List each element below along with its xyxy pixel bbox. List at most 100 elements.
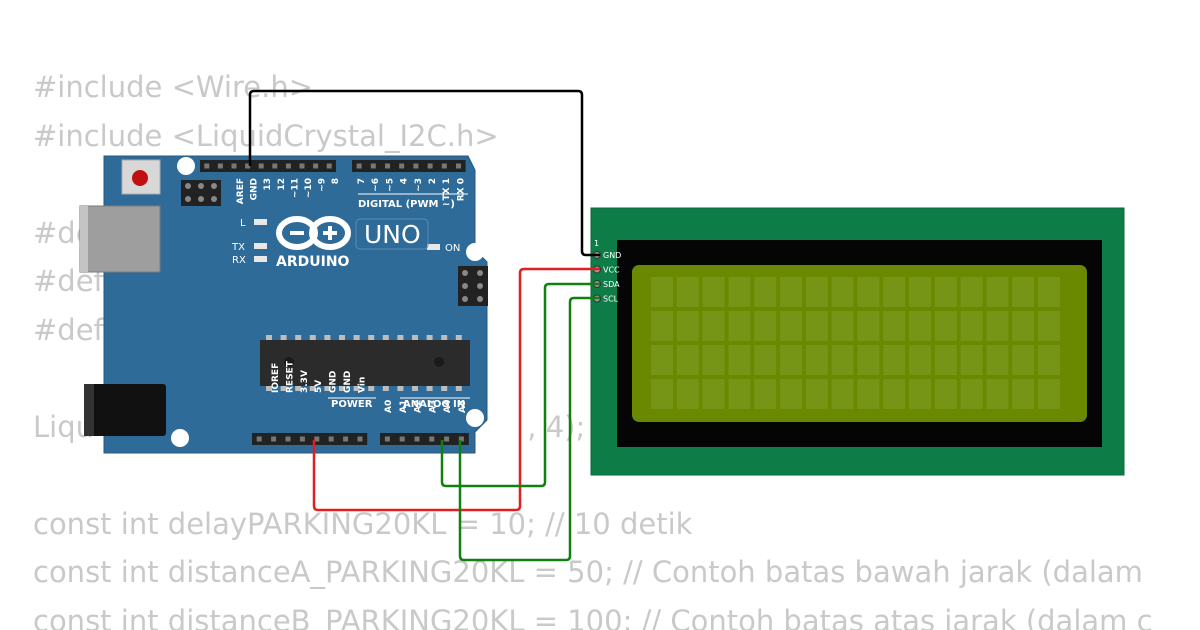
mounting-hole [466,243,484,261]
header-pin[interactable] [256,436,262,442]
digital-header-right[interactable] [352,160,466,172]
header-pin[interactable] [356,163,362,169]
header-pin[interactable] [204,163,210,169]
lcd-pin-index: 1 [594,239,599,248]
header-pin[interactable] [231,163,237,169]
pin-label: 12 [277,178,287,191]
pin-label: 3.3V [300,370,310,393]
header-pin[interactable] [427,163,433,169]
pin-label: A2 [414,400,424,413]
header-pin[interactable] [399,436,405,442]
mounting-hole [177,157,195,175]
pin-label: 7 [357,178,367,184]
pin-label: TX 1 [442,178,452,200]
code-line: #def [33,312,104,347]
header-pin[interactable] [271,436,277,442]
svg-text:L: L [240,218,246,229]
pin-label: A0 [384,400,394,413]
header-pin[interactable] [217,163,223,169]
digital-label: DIGITAL (PWM ~) [358,199,455,210]
header-pin[interactable] [458,436,464,442]
header-pin[interactable] [314,436,320,442]
arduino-logo [276,216,351,250]
pin-label: A3 [428,400,438,413]
code-line: const int distanceA_PARKING20KL = 50; //… [33,555,1143,589]
dc-power-jack [84,384,166,436]
svg-text:RX: RX [232,255,246,266]
code-line: #include <Wire.h> [33,70,314,104]
digital-header-left[interactable] [200,160,336,172]
analog-header[interactable] [380,433,469,445]
header-pin[interactable] [429,436,435,442]
brand-label: ARDUINO [276,254,350,270]
pin-label: AREF [236,178,246,204]
header-pin[interactable] [258,163,264,169]
header-pin[interactable] [444,436,450,442]
led-l: L [240,218,267,229]
header-pin[interactable] [245,163,251,169]
pin-label: ~5 [385,178,395,192]
header-pin[interactable] [328,436,334,442]
led-tx: TX [231,242,267,253]
svg-text:TX: TX [231,242,245,253]
header-pin[interactable] [414,436,420,442]
pin-label: RESET [285,360,295,393]
header-pin[interactable] [370,163,376,169]
pin-label: ~10 [304,178,314,198]
power-header[interactable] [252,433,368,445]
lcd-pin-label: SDA [603,280,620,289]
pin-label: A5 [458,400,468,413]
pin-label: IOREF [271,363,281,393]
pin-label: 5V [314,380,324,393]
header-pin[interactable] [441,163,447,169]
code-line: const int delayPARKING20KL = 10; // 10 d… [33,506,693,541]
usb-connector [79,205,161,273]
wire-sda[interactable] [440,282,600,488]
wire-5v[interactable] [312,267,600,512]
header-pin[interactable] [357,436,363,442]
code-line: const int distanceB_PARKING20KL = 100; /… [33,603,1153,630]
lcd-character-cells [651,277,1060,409]
led-on: ON [427,243,460,254]
pin-label: Vin [357,377,367,393]
wire-scl[interactable] [458,296,600,562]
pin-label: RX 0 [456,178,466,201]
header-pin[interactable] [343,436,349,442]
analog-label: ANALOG IN [403,399,465,410]
code-line: Liqu , 4); [33,409,586,444]
pin-label: ~3 [414,178,424,192]
lcd-pin-label: VCC [603,266,620,275]
mounting-hole [466,409,484,427]
pin-label: ~9 [318,178,328,192]
header-pin[interactable] [456,163,461,169]
lcd-pin-label: GND [603,251,621,260]
header-pin[interactable] [385,163,390,169]
pin-label: 13 [263,178,273,191]
pin-label: ~11 [290,178,300,198]
pin-label: 4 [400,178,410,184]
header-pin[interactable] [299,163,305,169]
header-pin[interactable] [285,163,291,169]
header-pin[interactable] [285,436,291,442]
wires [248,89,600,562]
pin-label: GND [329,371,339,393]
header-pin[interactable] [326,163,332,169]
header-pin[interactable] [299,436,305,442]
header-pin[interactable] [399,163,405,169]
header-pin[interactable] [313,163,319,169]
pin-label: ~6 [371,178,381,192]
wire-gnd[interactable] [248,89,600,257]
header-pin[interactable] [413,163,419,169]
icsp-header [181,180,221,206]
header-pin[interactable] [384,436,390,442]
header-pin[interactable] [272,163,278,169]
svg-text:ON: ON [445,243,460,254]
model-label: UNO [364,220,421,249]
